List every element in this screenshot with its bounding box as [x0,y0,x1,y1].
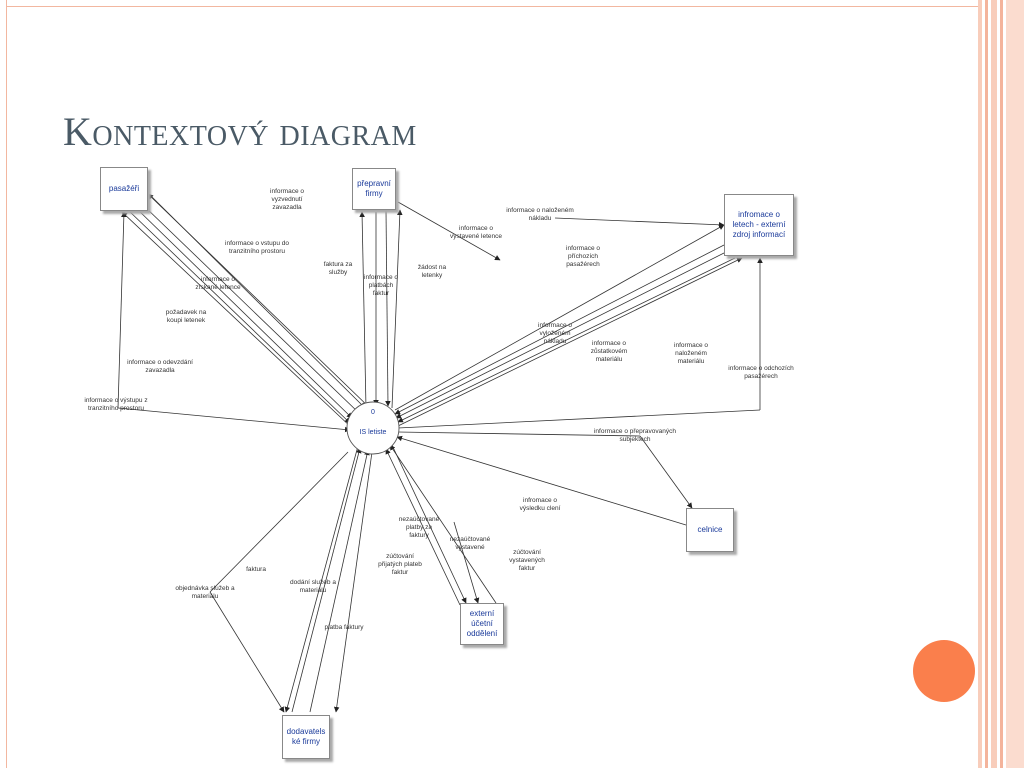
flow-line [394,224,725,411]
flow-line [639,435,693,509]
flow-line [127,209,351,424]
flow-line [209,591,285,713]
flow-line [134,206,353,419]
entity-ucetni-oddeleni: externí účetní oddělení [460,603,504,645]
entity-dodavatelske-firmy: dodavatelské firmy [282,715,330,759]
center-process-label: IS letiste [360,429,387,436]
right-stripe-2 [985,0,988,768]
flow-line [149,194,366,409]
flow-line [395,251,727,419]
flow-label: platba faktury [324,624,364,631]
right-stripe-4 [1000,0,1003,768]
flow-line [117,211,127,409]
flow-line [117,407,351,433]
right-stripe-3 [991,0,997,768]
flow-line [291,447,362,713]
entity-pasazeri: pasažéři [100,167,148,211]
flow-line [391,209,403,409]
flow-line [397,201,501,261]
flow-line [397,409,761,429]
flow-line [385,209,391,407]
flow-line [397,257,736,423]
flow-label: faktura [246,566,266,573]
orange-circle-decoration [913,640,975,702]
flow-line [284,445,359,713]
flow-line [453,521,480,604]
flow-line [397,431,641,437]
right-stripe-5 [1006,0,1024,768]
left-border-line [6,0,7,768]
flow-line [359,211,367,409]
flow-line [333,451,373,713]
flow-line [209,451,349,593]
flow-line [396,435,687,526]
slide-title: Kontextový diagram [63,109,417,154]
center-process-circle [346,401,400,455]
center-process-number: 0 [371,409,375,416]
flow-line [554,217,725,228]
flow-line [385,448,461,606]
entity-informace-o-letech: infromace o letech - externí zdroj infor… [724,194,794,256]
top-border-line [6,6,981,7]
entity-celnice: celnice [686,508,734,552]
entity-prepravni-firmy: přepravní firmy [352,168,396,210]
flow-line [391,444,467,604]
flow-line [397,257,743,427]
right-stripe-1 [978,0,982,768]
flow-line [142,204,361,415]
flow-line [121,211,353,429]
flow-line [389,444,497,604]
flow-line [394,244,725,415]
flow-line [309,449,370,713]
